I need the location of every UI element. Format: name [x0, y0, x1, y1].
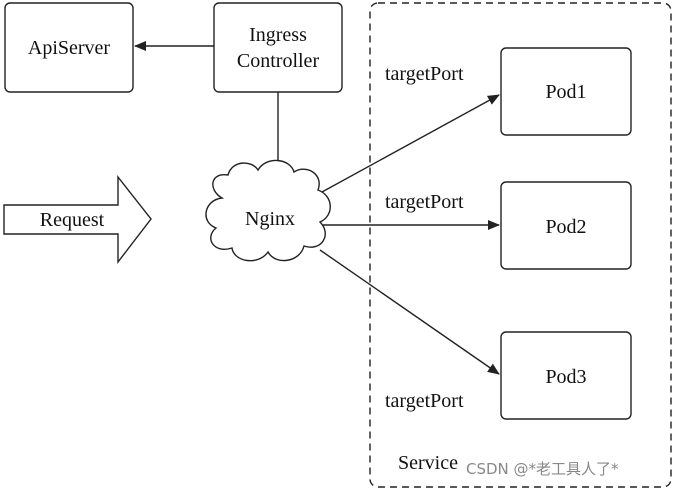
- request-label: Request: [40, 209, 105, 231]
- apiserver-box: [4, 2, 134, 93]
- ingress-controller-label-line1: Ingress: [249, 24, 307, 46]
- pod1-box: [500, 47, 632, 136]
- service-label: Service: [398, 452, 458, 474]
- pod1-label: Pod1: [545, 81, 586, 103]
- targetport-label-pod2: targetPort: [385, 191, 464, 213]
- pod2-label: Pod2: [545, 216, 586, 238]
- nginx-cloud: [205, 159, 331, 262]
- arrow-nginx-to-pod1: [321, 94, 500, 193]
- service-boundary: [369, 2, 672, 488]
- ingress-controller-box: [213, 2, 343, 93]
- pod2-box: [500, 181, 632, 270]
- request-block-arrow: [3, 174, 152, 265]
- pod3-box: [500, 331, 632, 420]
- targetport-label-pod3: targetPort: [385, 390, 464, 412]
- ingress-controller-label-line2: Controller: [237, 50, 320, 72]
- nginx-label: Nginx: [245, 208, 295, 230]
- csdn-watermark: CSDN @*老工具人了*: [466, 460, 619, 478]
- arrow-nginx-to-pod3: [319, 249, 500, 375]
- apiserver-label: ApiServer: [28, 37, 111, 59]
- targetport-label-pod1: targetPort: [385, 63, 464, 85]
- pod3-label: Pod3: [545, 366, 586, 388]
